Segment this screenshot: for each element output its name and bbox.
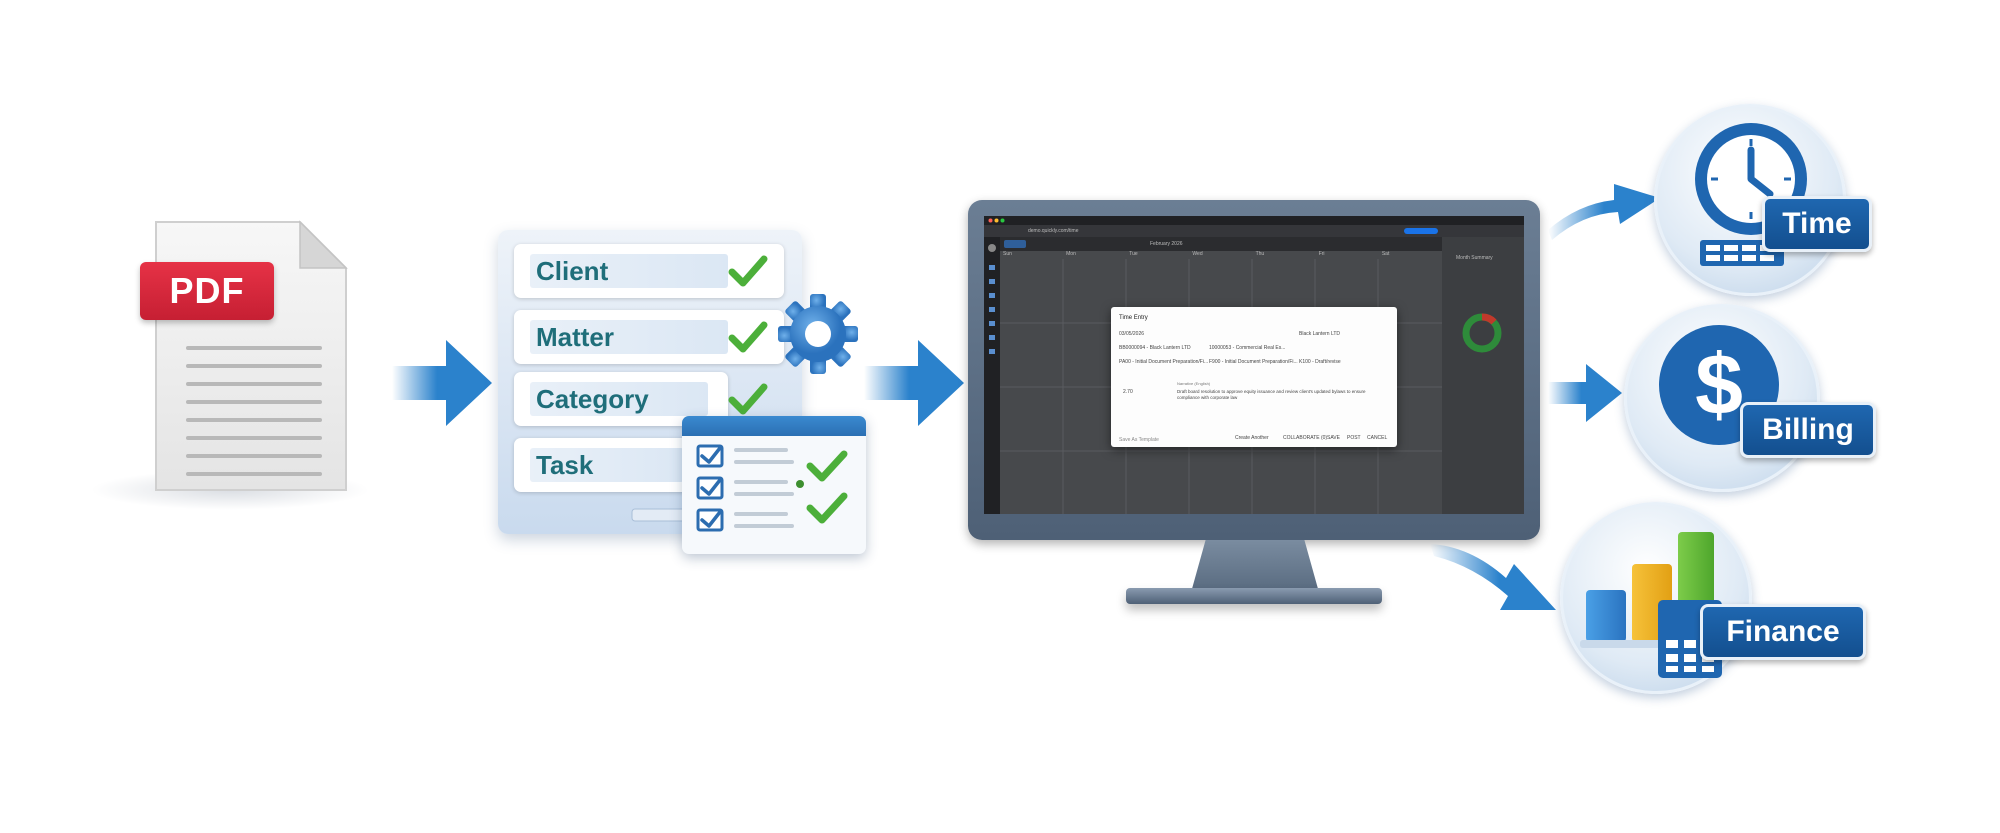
- flow-arrow-time: [1548, 184, 1660, 240]
- narrative-text[interactable]: Draft board resolution to approve equity…: [1177, 389, 1366, 400]
- matter-field[interactable]: 10000053 - Commercial Real Es...: [1209, 345, 1286, 351]
- flow-arrow-1: [392, 340, 492, 426]
- checklist-card: [682, 416, 866, 554]
- month-summary-panel: Month Summary: [1442, 237, 1524, 514]
- checkmark-icon: [728, 255, 768, 287]
- cancel-button[interactable]: CANCEL: [1367, 435, 1388, 441]
- client-field[interactable]: BB0000094 - Black Lantern LTD: [1119, 345, 1191, 351]
- field-client-label: Client: [536, 256, 609, 286]
- weekday-row: Sun Mon Tue Wed Thu Fri Sat: [1003, 251, 1390, 257]
- flow-arrow-2: [864, 340, 964, 426]
- field-matter: Matter: [514, 310, 784, 364]
- field-matter-label: Matter: [536, 322, 615, 352]
- checklist-items: [696, 444, 848, 532]
- create-another-checkbox[interactable]: Create Another: [1235, 435, 1269, 441]
- donut-chart-icon: [1462, 313, 1502, 353]
- finance-tag: Finance: [1700, 604, 1866, 660]
- task-field[interactable]: F900 - Initial Document Preparation/Fi..…: [1209, 359, 1298, 365]
- modal-title: Time Entry: [1119, 315, 1148, 321]
- app-screen: demo.quickly.com/time February 2026 Sun …: [984, 216, 1524, 514]
- post-button[interactable]: POST: [1347, 435, 1361, 441]
- monitor-stand: [1190, 540, 1320, 596]
- browser-url-bar[interactable]: demo.quickly.com/time: [984, 225, 1524, 237]
- time-entry-modal: Time Entry 03/05/2026 Black Lantern LTD …: [1111, 307, 1397, 447]
- flow-arrow-billing: [1548, 364, 1622, 422]
- url-text: demo.quickly.com/time: [1028, 228, 1079, 234]
- calendar-toolbar: February 2026: [1000, 237, 1442, 251]
- flow-arrow-finance: [1430, 544, 1556, 610]
- duration-field[interactable]: 2.70: [1123, 389, 1133, 395]
- browser-titlebar: [984, 216, 1524, 225]
- save-as-template-link[interactable]: Save As Template: [1119, 437, 1159, 443]
- collaborate-button[interactable]: COLLABORATE (0): [1283, 435, 1328, 441]
- checkmark-icon: [728, 383, 768, 415]
- date-field[interactable]: 03/05/2026: [1119, 331, 1145, 337]
- checkmark-icon: [728, 321, 768, 353]
- field-category-label: Category: [536, 384, 649, 414]
- customer-field[interactable]: Black Lantern LTD: [1299, 331, 1341, 337]
- phase-field[interactable]: PA00 - Initial Document Preparation/Fi..…: [1119, 359, 1209, 365]
- field-client: Client: [514, 244, 784, 298]
- gear-icon: [778, 294, 858, 374]
- narrative-label: Narrative (English): [1177, 381, 1211, 386]
- time-tag: Time: [1762, 196, 1872, 252]
- billing-tag: Billing: [1740, 402, 1876, 458]
- svg-text:$: $: [1695, 337, 1743, 433]
- app-sidebar: [984, 237, 1000, 514]
- pdf-badge: PDF: [140, 262, 274, 320]
- field-task: Task: [514, 438, 694, 492]
- monitor-base: [1126, 588, 1382, 604]
- month-label: February 2026: [1150, 241, 1183, 247]
- pdf-document-icon: [155, 220, 348, 491]
- field-category: Category: [514, 372, 728, 426]
- activity-field[interactable]: K100 - Draft/revise: [1299, 359, 1341, 365]
- summary-title: Month Summary: [1456, 255, 1493, 261]
- field-task-label: Task: [536, 450, 594, 480]
- save-button[interactable]: SAVE: [1327, 435, 1340, 441]
